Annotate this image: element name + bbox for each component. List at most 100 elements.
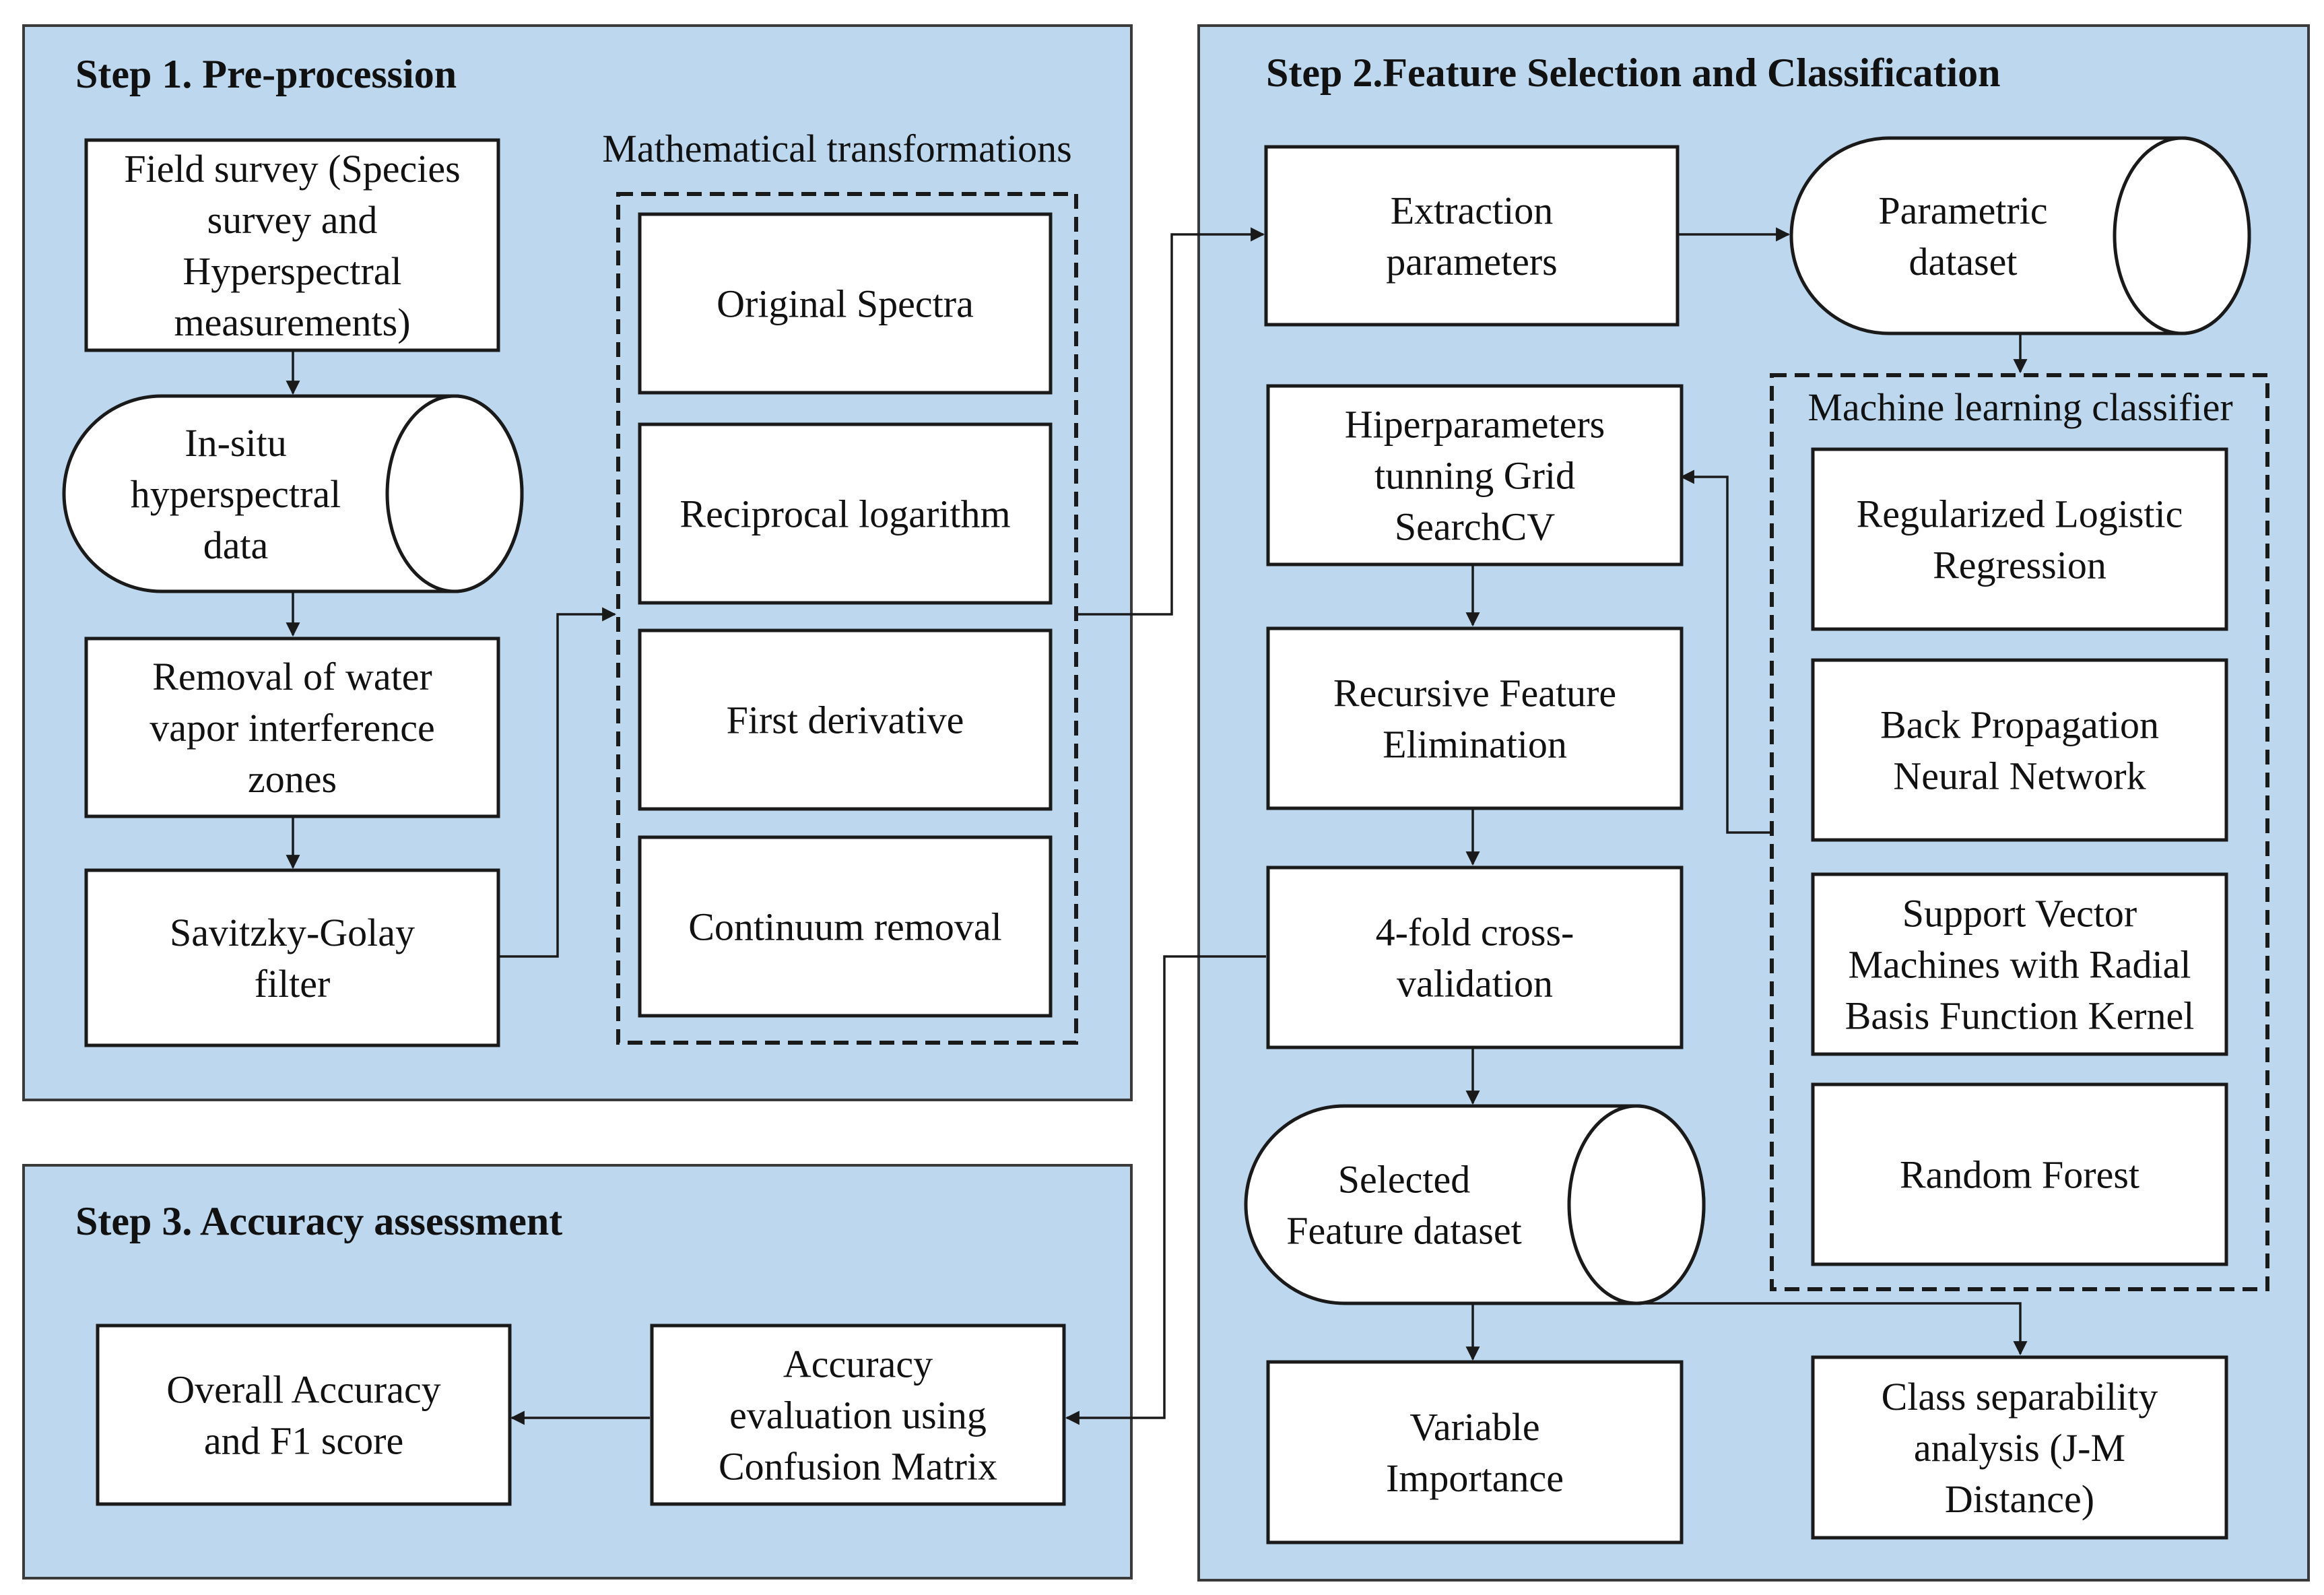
node-label-savitzky: Savitzky-Golay filter: [170, 911, 415, 1006]
node-label-line: validation: [1397, 962, 1553, 1006]
node-label-line: Back Propagation: [1880, 703, 2159, 747]
node-label-line: Machines with Radial: [1848, 943, 2191, 987]
node-box-cv: [1266, 866, 1684, 1049]
node-label-line: parameters: [1386, 240, 1557, 284]
arrow-selected-to-class-sep: [1473, 1302, 2028, 1356]
node-rf: Random Forest: [1811, 1082, 2228, 1266]
node-label-line: tunning Grid: [1374, 454, 1575, 498]
node-label-line: analysis (J-M: [1914, 1426, 2125, 1470]
node-cylinder-cap-parametric: [2113, 136, 2251, 335]
node-label-line: Neural Network: [1893, 754, 2146, 798]
node-label-line: Regularized Logistic: [1857, 492, 2183, 536]
node-label-line: dataset: [1908, 240, 2017, 284]
node-label-line: vapor interference: [150, 706, 434, 750]
node-label-line: 4-fold cross-: [1376, 911, 1574, 954]
node-label-line: measurements): [174, 300, 410, 344]
node-box-rlr: [1811, 447, 2228, 631]
node-box-variable: [1266, 1360, 1684, 1544]
panel-title-step1: Step 1. Pre-procession: [75, 52, 457, 96]
node-label-line: Extraction: [1391, 189, 1554, 232]
node-label-original: Original Spectra: [717, 282, 974, 326]
node-label-line: Variable: [1409, 1405, 1539, 1449]
node-reciprocal: Reciprocal logarithm: [638, 422, 1053, 605]
node-label-line: hyperspectral: [131, 472, 341, 516]
panel-title-step3: Step 3. Accuracy assessment: [75, 1199, 562, 1243]
node-label-line: Random Forest: [1900, 1153, 2139, 1197]
node-label-line: Continuum removal: [688, 905, 1002, 949]
node-savitzky: Savitzky-Golay filter: [84, 868, 500, 1047]
node-box-rfe: [1266, 626, 1684, 810]
node-label-line: Overall Accuracy: [166, 1368, 440, 1412]
node-continuum: Continuum removal: [638, 835, 1053, 1018]
node-label-line: Elimination: [1383, 723, 1567, 767]
group-math-transformations: [616, 192, 1078, 1045]
node-box-hiper: [1266, 384, 1684, 566]
node-label-line: evaluation using: [729, 1394, 987, 1437]
node-label-line: Regression: [1933, 544, 2106, 587]
node-box-original: [638, 212, 1053, 395]
node-label-line: Removal of water: [152, 655, 432, 698]
node-label-continuum: Continuum removal: [688, 905, 1002, 949]
node-box-svm: [1811, 872, 2228, 1056]
node-box-overall: [96, 1324, 512, 1506]
node-label-line: data: [203, 523, 269, 567]
node-overall: Overall Accuracy and F1 score: [96, 1324, 512, 1506]
node-box-first-deriv: [638, 628, 1053, 811]
arrow-math-to-extraction: [1076, 227, 1265, 616]
node-box-rf: [1811, 1082, 2228, 1266]
node-label-cv: 4-fold cross-validation: [1376, 911, 1574, 1006]
node-label-line: Importance: [1386, 1456, 1564, 1500]
node-label-line: Class separability: [1882, 1375, 2158, 1419]
node-label-reciprocal: Reciprocal logarithm: [679, 492, 1010, 536]
node-label-extraction: Extraction parameters: [1386, 189, 1557, 284]
node-label-line: and F1 score: [204, 1419, 403, 1463]
node-label-line: Field survey (Species: [124, 147, 460, 191]
node-label-line: Accuracy: [783, 1342, 933, 1386]
node-box-savitzky: [84, 868, 500, 1047]
node-label-line: filter: [255, 962, 331, 1006]
arrow-ml-to-hiper: [1680, 469, 1772, 834]
node-first-deriv: First derivative: [638, 628, 1053, 811]
node-box-extraction: [1264, 145, 1680, 327]
node-box-field-survey: [84, 138, 500, 352]
arrow-savitzky-to-math: [498, 607, 617, 958]
node-box-class-sep: [1811, 1355, 2228, 1540]
node-label-first-deriv: First derivative: [727, 698, 964, 742]
node-label-line: Reciprocal logarithm: [679, 492, 1010, 536]
node-label-line: First derivative: [727, 698, 964, 742]
node-label-line: Confusion Matrix: [719, 1445, 997, 1489]
node-box-bpnn: [1811, 658, 2228, 842]
node-box-reciprocal: [638, 422, 1053, 605]
node-label-line: Recursive Feature: [1333, 672, 1616, 715]
panel-title-step2: Step 2.Feature Selection and Classificat…: [1266, 51, 2001, 95]
node-extraction: Extraction parameters: [1264, 145, 1680, 327]
node-label-line: Savitzky-Golay: [170, 911, 415, 954]
node-label-line: Basis Function Kernel: [1845, 994, 2195, 1038]
node-label-line: survey and: [207, 198, 378, 242]
node-label-line: Selected: [1338, 1158, 1470, 1202]
group-label-math: Mathematical transformations: [602, 127, 1071, 170]
node-label-line: Support Vector: [1902, 892, 2137, 936]
node-label-line: Feature dataset: [1286, 1209, 1521, 1253]
